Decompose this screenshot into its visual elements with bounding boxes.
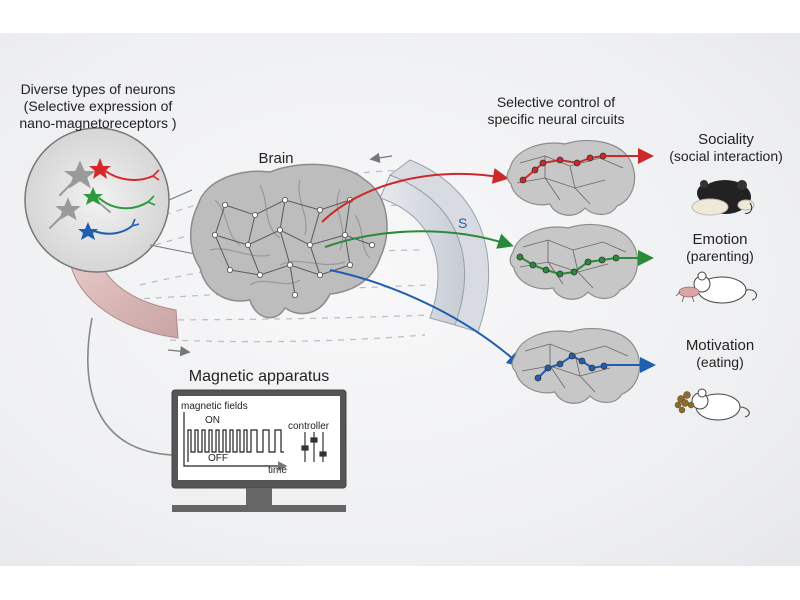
neurons-caption-line3: nano-magnetoreceptors ) [19,115,177,131]
on-label: ON [205,415,220,426]
selective-caption-line2: specific neural circuits [487,111,625,127]
field-arrow-icon [369,152,393,163]
outcome-motivation: Motivation (eating) [660,337,780,371]
selective-control-caption: Selective control of specific neural cir… [476,94,636,128]
neurons-caption: Diverse types of neurons (Selective expr… [3,81,193,132]
waveform-axes [183,412,288,471]
neurons-caption-line1: Diverse types of neurons [20,81,176,97]
main-brain-illustration [190,163,388,319]
south-pole-label: S [458,215,467,231]
outcome-motivation-title: Motivation [685,337,755,354]
motivation-circuit-brain [511,327,641,404]
controller-label: controller [288,421,330,432]
outcome-sociality-subtitle: (social interaction) [669,148,783,164]
screen-title: magnetic fields [181,401,248,412]
controller-sliders-icon [301,432,327,462]
blue-circuit-arrow [329,269,523,368]
brain-title: Brain [258,150,294,167]
blue-neuron-icon [78,218,140,240]
selective-caption-line1: Selective control of [496,94,616,110]
green-circuit-arrow [324,230,514,249]
emotion-circuit-brain [509,223,639,300]
green-neuron-icon [83,187,156,210]
outcome-emotion-title: Emotion [692,231,748,248]
red-neuron-icon [89,158,160,181]
outcome-sociality: Sociality (social interaction) [656,131,796,165]
outcome-motivation-subtitle: (eating) [696,354,744,370]
sociality-circuit-brain [506,139,636,216]
parenting-mice-icon [675,271,758,304]
eating-mouse-icon [674,388,750,421]
time-axis-label: time [268,465,287,476]
pulse-waveform [187,429,284,462]
apparatus-title: Magnetic apparatus [188,368,330,385]
outcome-sociality-title: Sociality [698,131,754,148]
magnetic-apparatus-monitor [171,389,347,512]
red-circuit-arrow [321,168,509,223]
outcome-emotion-subtitle: (parenting) [686,248,754,264]
outcome-emotion: Emotion (parenting) [660,231,780,265]
social-mice-icon [691,180,755,216]
neurons-caption-line2: (Selective expression of [23,98,173,114]
neuron-zoom-circle [24,127,201,273]
apparatus-cable [87,317,173,456]
off-label: OFF [208,453,228,464]
field-arrow-icon [167,346,191,357]
